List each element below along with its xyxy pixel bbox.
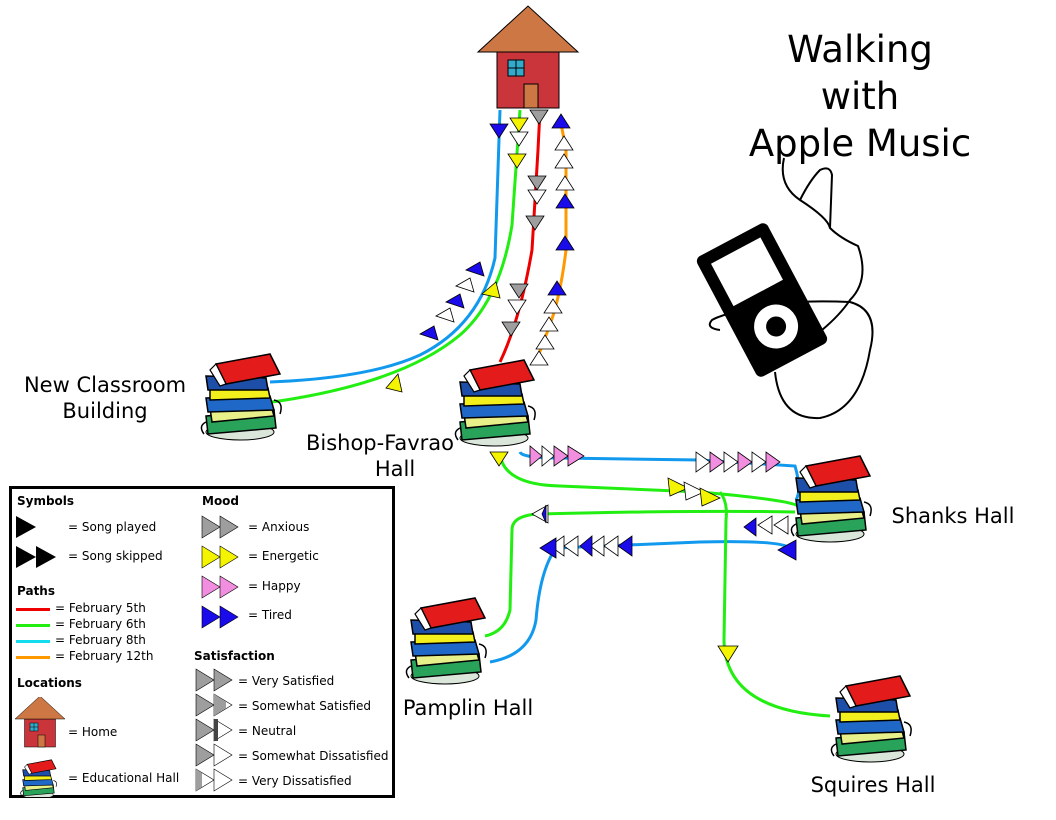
somewhat-dissatisfied-icon (195, 743, 233, 767)
neutral-icon (195, 718, 233, 742)
legend-mood-icons (201, 515, 239, 629)
energetic-mood-icon (201, 545, 239, 569)
legend-very-satisfied: = Very Satisfied (238, 674, 335, 688)
legend-location-icons (14, 697, 66, 797)
map-title: Walking with Apple Music (735, 26, 985, 167)
ipod-icon (696, 157, 874, 420)
legend-song-skipped: = Song skipped (68, 549, 163, 563)
location-label-squires-hall: Squires Hall (810, 773, 936, 797)
legend-satisfaction-heading: Satisfaction (194, 649, 275, 663)
home-house-icon (477, 5, 579, 109)
somewhat-satisfied-icon (195, 693, 233, 717)
location-label-new-classroom-building: New Classroom Building (14, 372, 196, 424)
legend-mood-anxious: = Anxious (248, 520, 310, 534)
tired-mood-icon (201, 605, 239, 629)
legend-path-line-feb8 (16, 640, 50, 643)
title-line-1: Walking (787, 28, 933, 71)
legend-path-line-feb5 (16, 608, 50, 611)
title-line-3: Apple Music (748, 122, 972, 165)
map-legend: Symbols = Song played = Song skipped Pat… (9, 486, 395, 798)
very-satisfied-icon (195, 668, 233, 692)
legend-song-played: = Song played (68, 520, 157, 534)
location-label-line: Hall (374, 457, 416, 481)
song-played-icon (16, 516, 36, 538)
very-dissatisfied-icon (195, 768, 233, 792)
home-icon (14, 697, 66, 748)
legend-educational-hall: = Educational Hall (68, 771, 180, 785)
new-classroom-building-icon[interactable] (200, 353, 282, 441)
location-label-pamplin-hall: Pamplin Hall (402, 696, 534, 720)
pamplin-hall-icon[interactable] (405, 597, 487, 685)
legend-path-line-feb12 (16, 656, 50, 659)
legend-neutral: = Neutral (238, 724, 297, 738)
legend-mood-heading: Mood (202, 494, 240, 508)
location-label-shanks-hall: Shanks Hall (891, 504, 1015, 528)
location-label-line: New Classroom (23, 373, 187, 397)
legend-somewhat-satisfied: = Somewhat Satisfied (238, 699, 372, 713)
legend-path-line-feb6 (16, 624, 50, 627)
location-label-line: Building (62, 399, 148, 423)
squires-hall-icon[interactable] (830, 675, 912, 763)
happy-mood-icon (201, 575, 239, 599)
bishop-favrao-hall-icon[interactable] (454, 359, 536, 447)
legend-satisfaction-icons (195, 668, 233, 792)
song-skipped-icon (16, 546, 36, 568)
song-markers (385, 109, 797, 663)
legend-very-dissatisfied: = Very Dissatisfied (238, 774, 352, 788)
location-label-bishop-favrao-hall: Bishop-Favrao Hall (295, 430, 465, 482)
legend-mood-happy: = Happy (248, 579, 301, 593)
legend-path-feb12: = February 12th (55, 649, 154, 663)
legend-somewhat-dissatisfied: = Somewhat Dissatisfied (238, 749, 389, 763)
legend-paths-heading: Paths (17, 584, 55, 598)
educational-hall-icon (20, 759, 57, 797)
legend-symbols-heading: Symbols (17, 494, 75, 508)
legend-mood-energetic: = Energetic (248, 549, 319, 563)
legend-path-feb5: = February 5th (55, 601, 146, 615)
legend-path-feb6: = February 6th (55, 617, 146, 631)
anxious-mood-icon (201, 515, 239, 539)
legend-path-feb8: = February 8th (55, 633, 146, 647)
title-line-2: with (820, 75, 900, 118)
legend-home: = Home (68, 725, 118, 739)
legend-symbol-icons (16, 516, 56, 568)
legend-mood-tired: = Tired (248, 608, 292, 622)
legend-locations-heading: Locations (17, 676, 82, 690)
shanks-hall-icon[interactable] (790, 455, 872, 543)
location-label-line: Bishop-Favrao (305, 431, 455, 455)
